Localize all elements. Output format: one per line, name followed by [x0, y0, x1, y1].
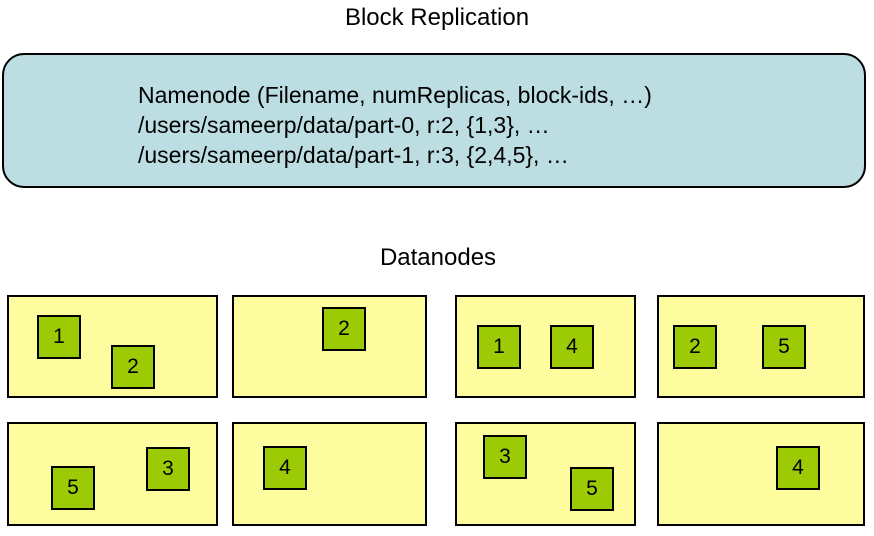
namenode-schema-line: Namenode (Filename, numReplicas, block-i… [138, 82, 652, 108]
block-replica: 3 [483, 435, 527, 479]
page-title: Block Replication [344, 4, 530, 31]
block-replica: 2 [673, 325, 717, 369]
namenode-panel: Namenode (Filename, numReplicas, block-i… [2, 53, 866, 188]
namenode-file-entry-part-0: /users/sameerp/data/part-0, r:2, {1,3}, … [138, 112, 550, 138]
datanode-box: 4 [232, 422, 427, 526]
block-replica: 2 [111, 345, 155, 389]
block-replica: 1 [37, 315, 81, 359]
block-replica: 5 [570, 467, 614, 511]
block-replica: 4 [263, 446, 307, 490]
namenode-metadata-text: Namenode (Filename, numReplicas, block-i… [138, 80, 652, 170]
namenode-file-entry-part-1: /users/sameerp/data/part-1, r:3, {2,4,5}… [138, 142, 569, 168]
block-replica: 5 [51, 466, 95, 510]
block-replica: 1 [477, 325, 521, 369]
block-replica: 4 [776, 446, 820, 490]
block-replica: 2 [322, 307, 366, 351]
block-replica: 3 [146, 447, 190, 491]
block-replica: 4 [550, 325, 594, 369]
datanode-box: 2 [232, 295, 427, 398]
block-replica: 5 [762, 325, 806, 369]
datanode-box: 4 [657, 422, 865, 526]
datanodes-section-label: Datanodes [379, 244, 497, 271]
